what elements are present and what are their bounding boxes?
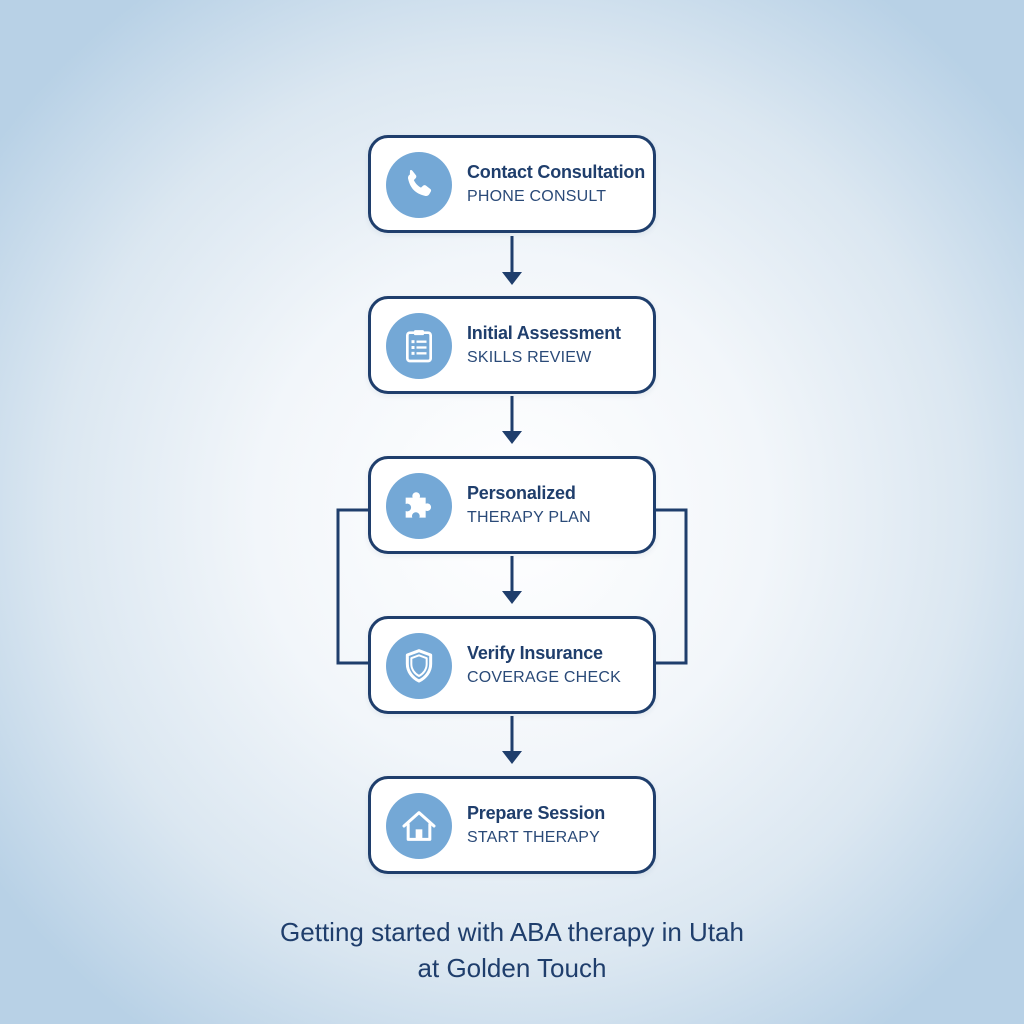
step-personalized-therapy-plan: Personalized THERAPY PLAN [368, 456, 656, 554]
step-subtitle: COVERAGE CHECK [467, 669, 621, 686]
step-title: Verify Insurance [467, 643, 603, 663]
puzzle-icon [386, 473, 452, 539]
step-verify-insurance: Verify Insurance COVERAGE CHECK [368, 616, 656, 714]
clipboard-icon [386, 313, 452, 379]
caption-line-2: at Golden Touch [417, 953, 607, 983]
arrow-1-to-2 [502, 236, 522, 285]
left-bracket-connector [336, 508, 370, 665]
step-title: Initial Assessment [467, 323, 621, 343]
step-initial-assessment: Initial Assessment SKILLS REVIEW [368, 296, 656, 394]
step-title: Prepare Session [467, 803, 606, 823]
arrow-3-to-4 [502, 556, 522, 604]
arrow-4-to-5 [502, 716, 522, 764]
step-title: Contact Consultation [467, 162, 645, 182]
step-subtitle: START THERAPY [467, 829, 601, 846]
caption: Getting started with ABA therapy in Utah… [0, 914, 1024, 986]
shield-icon [386, 633, 452, 699]
step-subtitle: PHONE CONSULT [467, 188, 607, 205]
right-bracket-connector [654, 508, 688, 665]
caption-line-1: Getting started with ABA therapy in Utah [280, 917, 744, 947]
step-prepare-session: Prepare Session START THERAPY [368, 776, 656, 874]
step-title: Personalized [467, 483, 576, 503]
step-contact-consultation: Contact Consultation PHONE CONSULT [368, 135, 656, 233]
arrow-2-to-3 [502, 396, 522, 444]
step-subtitle: SKILLS REVIEW [467, 349, 592, 366]
step-subtitle: THERAPY PLAN [467, 509, 591, 526]
home-icon [386, 793, 452, 859]
phone-icon [386, 152, 452, 218]
